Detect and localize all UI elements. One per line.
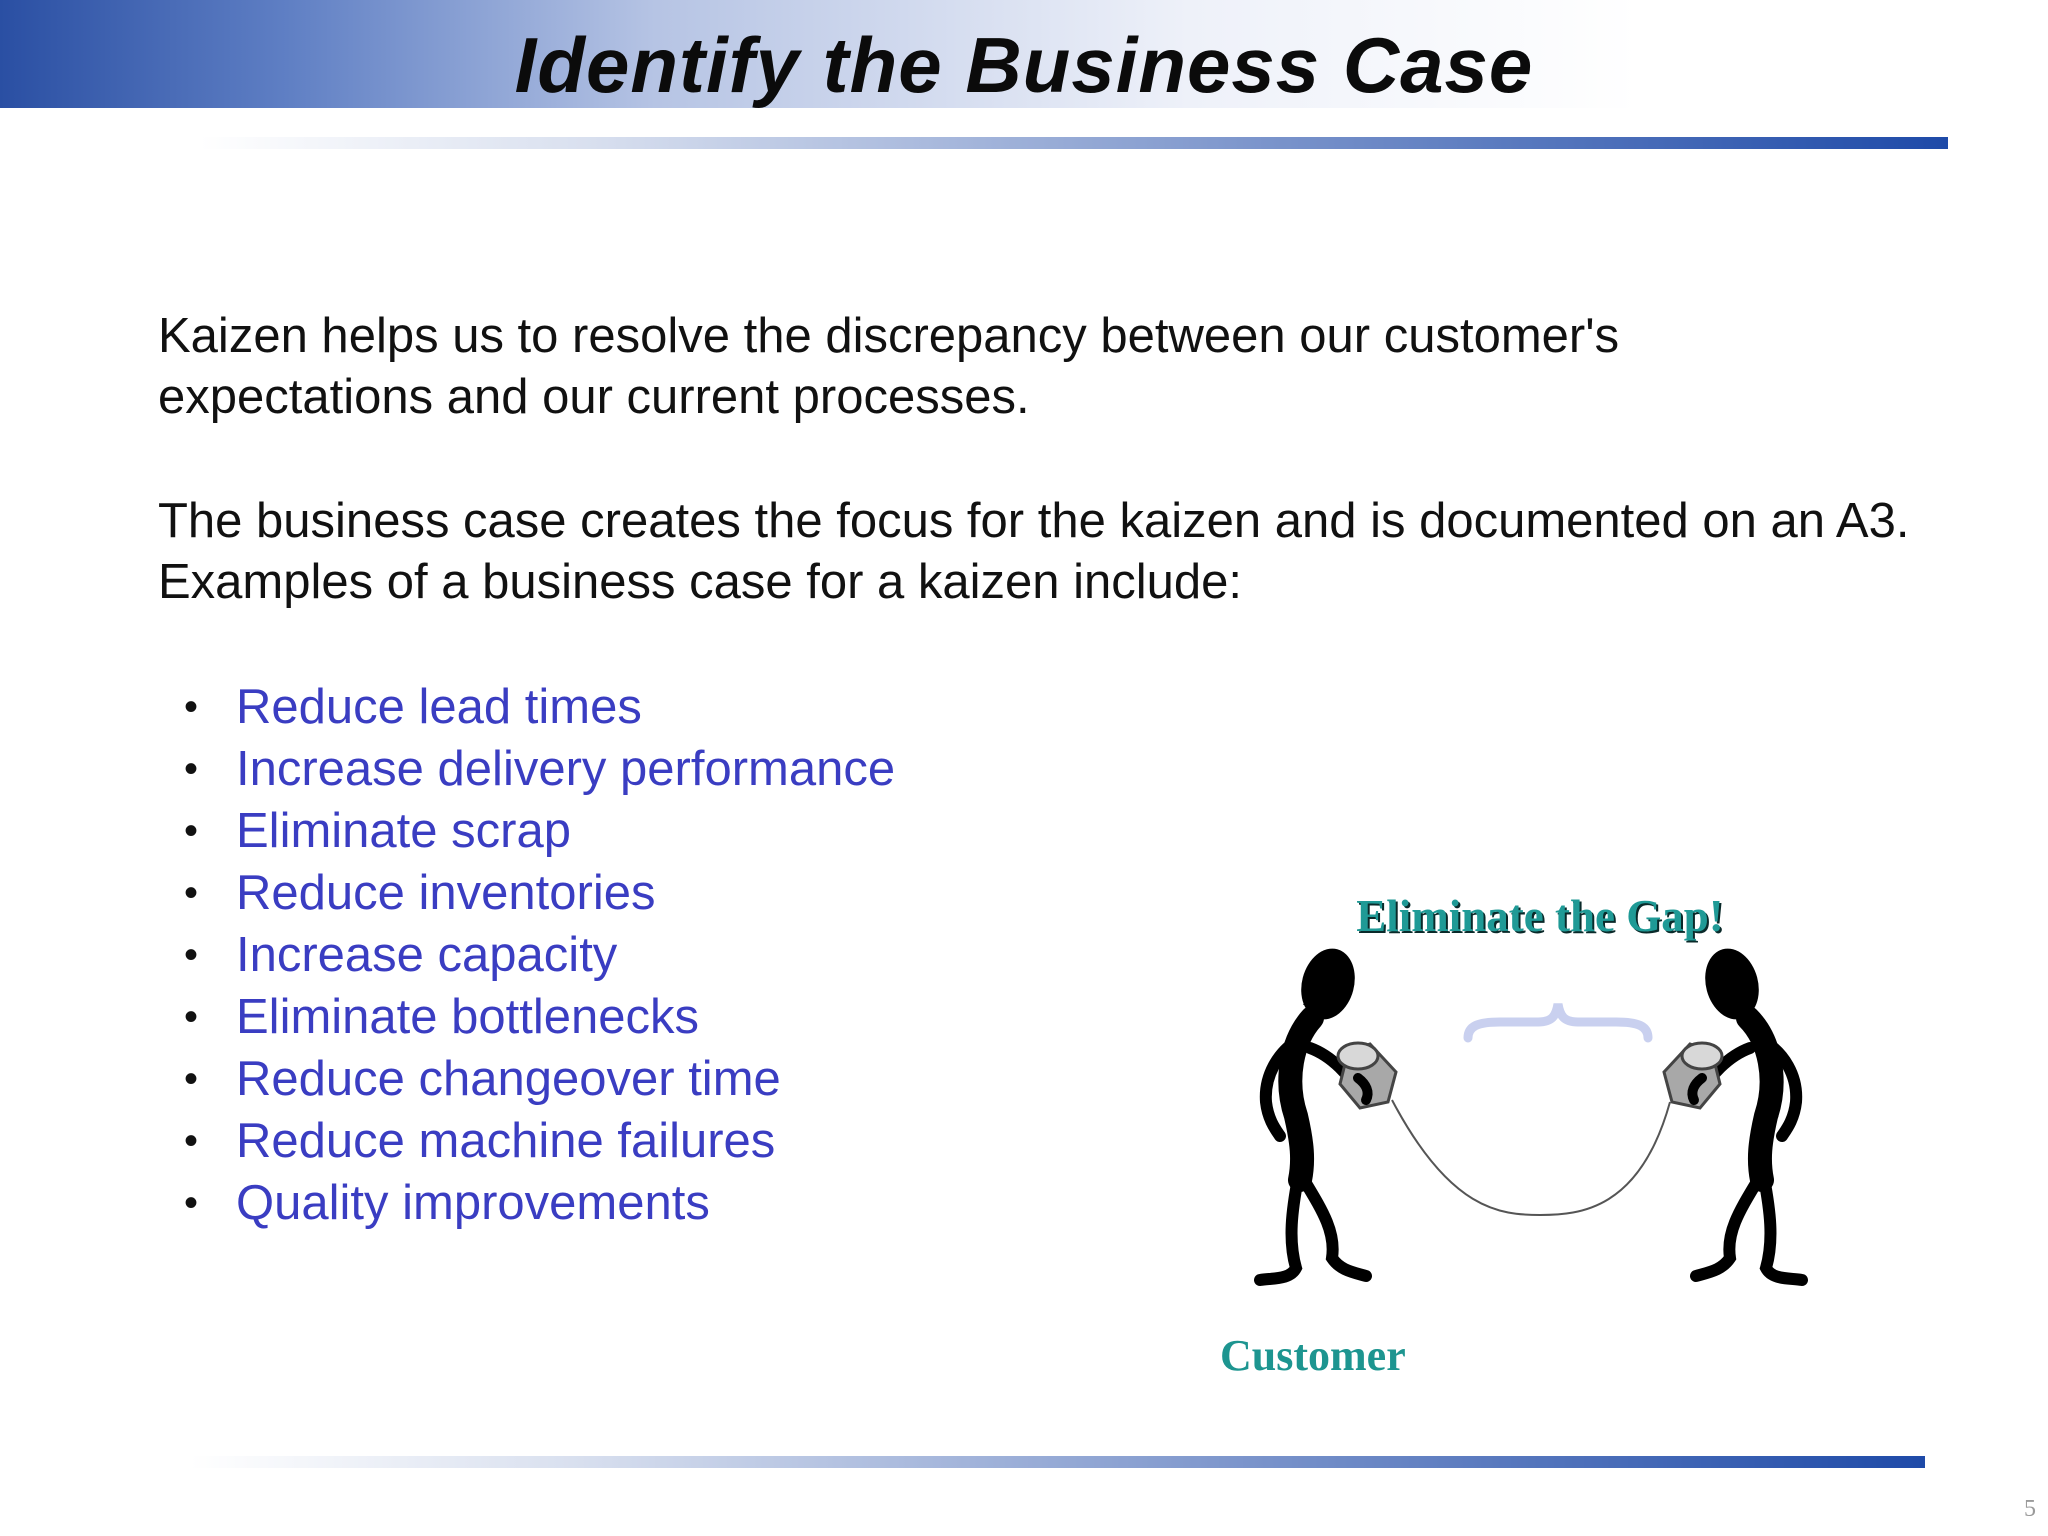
business-case-paragraph: The business case creates the focus for … [158,494,1910,609]
list-item-label: Eliminate scrap [236,804,571,858]
slide-title: Identify the Business Case [514,21,1534,109]
left-figure-icon [1254,948,1398,1286]
list-item: • Reduce changeover time [180,1048,895,1110]
list-item: • Eliminate scrap [180,800,895,862]
gap-bracket-icon [1463,1003,1653,1043]
bullet-icon: • [184,809,199,853]
page-number: 5 [2024,1496,2036,1522]
business-case-examples-list: • Reduce lead times • Increase delivery pe… [180,676,895,1234]
list-item-label: Increase capacity [236,928,618,982]
bullet-icon: • [184,747,199,791]
bullet-icon: • [184,1057,199,1101]
bullet-icon: • [184,933,199,977]
list-item-label: Increase delivery performance [236,742,896,796]
list-item-label: Reduce machine failures [236,1114,776,1168]
list-item: • Quality improvements [180,1172,895,1234]
bullet-icon: • [184,1119,199,1163]
list-item: • Eliminate bottlenecks [180,986,895,1048]
list-item: • Reduce lead times [180,676,895,738]
bullet-icon: • [184,871,199,915]
string-line [1391,1099,1671,1217]
bullet-icon: • [184,1181,199,1225]
list-item-label: Quality improvements [236,1176,710,1230]
bottom-divider [190,1456,1925,1468]
list-item-label: Reduce lead times [236,680,642,734]
customer-label: Customer [1220,1331,1406,1380]
list-item-label: Eliminate bottlenecks [236,990,700,1044]
gap-label: Eliminate the Gap! [1356,891,1724,941]
top-divider [200,137,1948,149]
list-item-label: Reduce changeover time [236,1052,781,1106]
list-item: • Reduce inventories [180,862,895,924]
title-bar [0,0,2048,108]
bullet-icon: • [184,995,199,1039]
list-item: • Reduce machine failures [180,1110,895,1172]
list-item: • Increase delivery performance [180,738,895,800]
list-item: • Increase capacity [180,924,895,986]
bullet-icon: • [184,685,199,729]
intro-paragraph: Kaizen helps us to resolve the discrepan… [158,309,1620,424]
right-figure-icon [1662,948,1808,1286]
tin-can-telephone-illustration [1254,948,1808,1286]
list-item-label: Reduce inventories [236,866,656,920]
